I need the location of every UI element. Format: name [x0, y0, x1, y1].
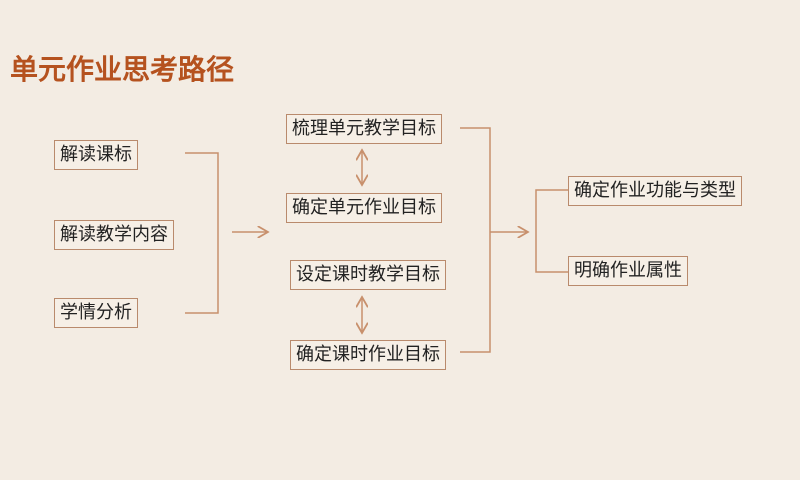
left-bracket — [185, 152, 219, 314]
box-unit-homework-goals: 确定单元作业目标 — [286, 193, 442, 223]
box-lesson-teaching-goals: 设定课时教学目标 — [290, 260, 446, 290]
box-unit-teaching-goals: 梳理单元教学目标 — [286, 114, 442, 144]
slide-title: 单元作业思考路径 — [10, 53, 235, 86]
box-homework-function-type: 确定作业功能与类型 — [568, 176, 742, 206]
box-read-curriculum-standards: 解读课标 — [54, 140, 138, 170]
box-homework-attributes: 明确作业属性 — [568, 256, 688, 286]
middle-bracket — [460, 127, 491, 353]
box-lesson-homework-goals: 确定课时作业目标 — [290, 340, 446, 370]
box-read-teaching-content: 解读教学内容 — [54, 220, 174, 250]
box-student-analysis: 学情分析 — [54, 298, 138, 328]
right-bracket — [535, 189, 568, 273]
